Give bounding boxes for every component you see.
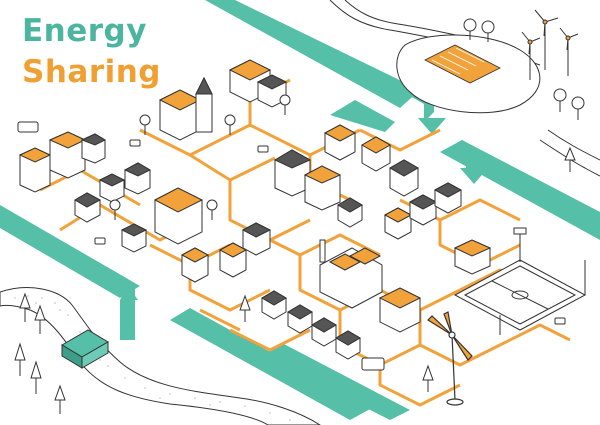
house-icon [383,207,413,240]
heat-pipe-bottom-2 [262,343,410,420]
house-icon [98,173,126,203]
house-icon [48,131,87,179]
tree-icon [14,342,26,376]
tree-icon [54,384,66,414]
tree-icon [481,20,495,42]
car-icon [554,317,566,325]
tree-icon [139,114,151,135]
wind-turbines-top [521,9,579,80]
house-icon [433,182,463,214]
house-icon [311,317,337,347]
heat-pipe-mid [330,100,395,132]
heat-arrows [120,90,488,340]
car-icon [129,139,141,147]
wind-turbine-large [427,311,473,406]
house-icon [218,242,248,278]
tree-icon [109,199,121,220]
house-icon [74,192,102,223]
houses [18,59,492,360]
river-left [0,287,321,425]
house-icon [453,239,492,275]
heat-pipe-top [205,0,420,108]
house-icon [241,222,272,256]
tree-icon [19,292,31,322]
trees [14,18,585,414]
tree-icon [463,18,477,40]
house-icon [337,197,363,228]
arrow-up-icon [120,286,138,340]
car-icon [257,145,269,153]
tree-icon [279,94,291,115]
house-icon [408,194,438,226]
tree-icon [553,88,567,112]
house-icon [261,290,287,320]
tree-icon [206,199,218,220]
heat-pipe-bottom [170,308,372,420]
tree-icon [239,294,251,322]
heat-pipe-left [0,205,140,298]
house-icon [303,165,342,211]
tree-icon [422,364,434,392]
car-icon [94,237,106,245]
house-icon [335,330,361,360]
car-icon [361,357,385,371]
house-icon [120,223,148,253]
house-icon [180,247,210,283]
tree-icon [564,146,576,172]
house-icon [18,147,52,193]
house-icon [378,287,422,333]
car-icon [17,121,39,133]
tree-icon [571,96,585,120]
wind-turbine-icon [534,9,559,70]
house-icon [388,159,420,197]
house-icon [123,162,152,195]
solar-farm-icon [424,44,501,84]
house-icon [360,136,392,172]
solar-farm [396,34,541,114]
hydro-dam [61,329,109,369]
wind-turbine-icon [559,27,579,76]
house-icon [153,187,204,245]
arrow-down-icon [410,90,446,134]
house-icon [323,124,357,161]
sports-field [453,227,587,335]
title-energy: Energy [22,13,147,49]
vehicles [17,121,566,371]
heat-pipe-right [440,140,600,240]
tree-icon [30,360,42,394]
house-icon [256,74,288,108]
church-icon [158,76,213,141]
factory-icon [319,239,383,309]
house-icon [80,133,107,164]
tree-icon [34,304,46,334]
tree-icon [224,114,236,135]
house-icon [273,149,312,197]
title-sharing: Sharing [22,54,161,90]
wind-turbine-icon [521,31,541,80]
house-icon [287,304,313,334]
arrow-down-icon [452,140,488,184]
